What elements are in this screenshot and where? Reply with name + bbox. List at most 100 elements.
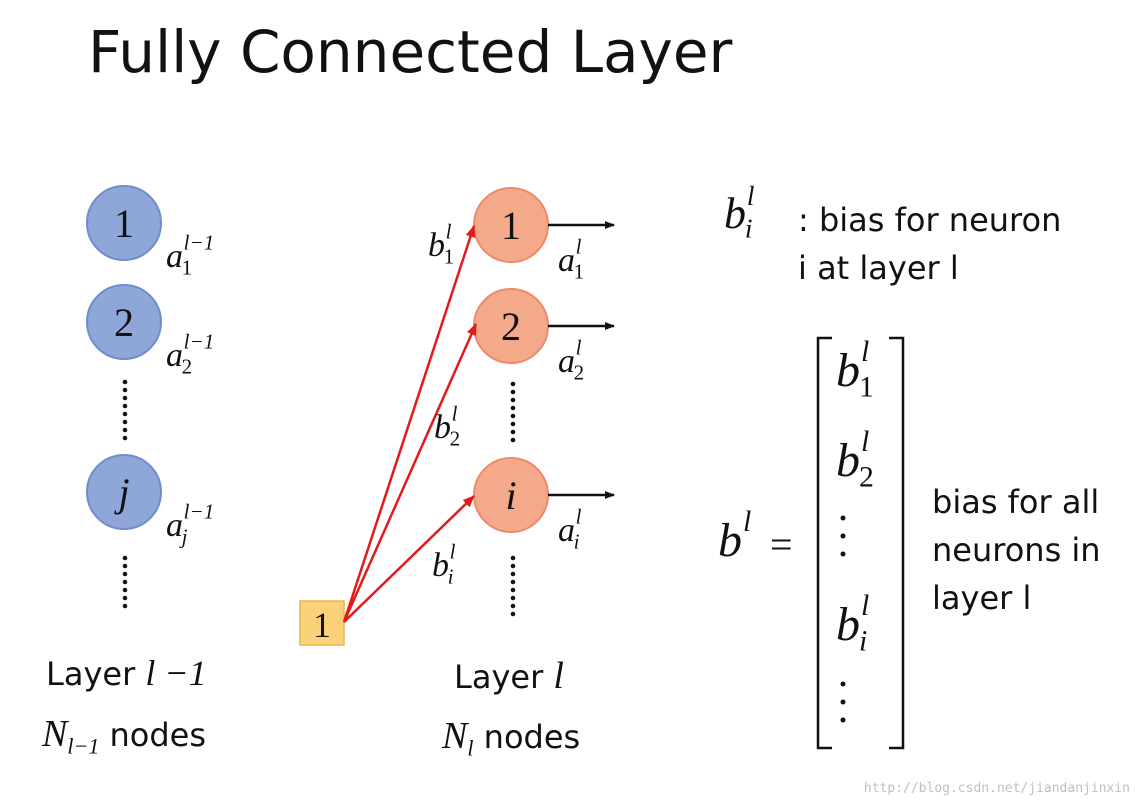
- prev-ellipsis-1-dot: [122, 395, 128, 401]
- curr-count-sub: l: [467, 735, 474, 761]
- prev-activation-1-sub: 1: [182, 255, 193, 279]
- prev-ellipsis-2-dot: [122, 563, 128, 569]
- vector-entry-3-sup: l: [861, 589, 869, 622]
- prev-count-sub: l−1: [67, 733, 100, 759]
- vector-entry-1-base: b: [836, 344, 860, 397]
- curr-activation-2-sup: l: [576, 335, 582, 359]
- curr-node-label: i: [505, 473, 516, 518]
- prev-layer-word: Layer: [46, 655, 136, 693]
- prev-activation-3-sup: l−1: [184, 499, 215, 523]
- prev-count-word: nodes: [109, 716, 207, 754]
- vector-lhs-sup: l: [743, 505, 751, 538]
- watermark: http://blog.csdn.net/jiandanjinxin: [863, 781, 1130, 796]
- prev-ellipsis-1-dot: [122, 379, 128, 385]
- curr-ellipsis-1-dot: [510, 437, 516, 443]
- edge-bias-1-sub: 1: [444, 244, 455, 268]
- bias-definition: : bias for neuron i at layer l: [798, 196, 1061, 292]
- curr-node-label: 1: [501, 203, 521, 248]
- prev-layer-label: Layer l −1: [46, 652, 207, 694]
- curr-activation-2-base: a: [558, 343, 575, 380]
- curr-node-label: 2: [501, 304, 521, 349]
- prev-ellipsis-2-dot: [122, 579, 128, 585]
- slide-title: Fully Connected Layer: [88, 18, 733, 86]
- edge-bias-2-sup: l: [452, 401, 458, 425]
- vector-entry-3-sub: i: [859, 625, 867, 658]
- prev-node-label: 2: [114, 300, 134, 345]
- edge-bias-2-base: b: [434, 409, 451, 446]
- prev-activation-3-sub: j: [179, 524, 188, 548]
- curr-ellipsis-1: [510, 381, 516, 443]
- definition-symbol-base: b: [724, 189, 746, 238]
- prev-activation-3-base: a: [166, 507, 183, 544]
- prev-ellipsis-1-dot: [122, 435, 128, 441]
- curr-activation-3-sup: l: [576, 504, 582, 528]
- curr-ellipsis-1-dot: [510, 381, 516, 387]
- prev-ellipsis-1-dot: [122, 419, 128, 425]
- prev-ellipsis-1-dot: [122, 403, 128, 409]
- curr-ellipsis-1-dot: [510, 389, 516, 395]
- curr-ellipsis-2-dot: [510, 579, 516, 585]
- edge-bias-3-base: b: [432, 547, 449, 584]
- prev-activation-2-sub: 2: [182, 354, 193, 378]
- prev-node-circle: [86, 185, 162, 261]
- vector-ellipsis-dot: [840, 515, 846, 521]
- prev-ellipsis-2: [122, 555, 128, 609]
- definition-line-2: i at layer l: [798, 249, 959, 287]
- curr-ellipsis-1-dot: [510, 397, 516, 403]
- curr-ellipsis-1-dot: [510, 405, 516, 411]
- vector-desc-line-2: neurons in: [932, 531, 1101, 569]
- prev-node-circle: [86, 454, 162, 530]
- prev-layer-var: l −1: [145, 653, 207, 693]
- vector-entry-3-base: b: [836, 598, 860, 651]
- bias-vector-description: bias for all neurons in layer l: [932, 478, 1101, 622]
- vector-desc-line-3: layer l: [932, 579, 1032, 617]
- curr-ellipsis-2-dot: [510, 571, 516, 577]
- prev-ellipsis-2-dot: [122, 595, 128, 601]
- edge-bias-3-sub: i: [448, 564, 454, 588]
- curr-ellipsis-2-dot: [510, 611, 516, 617]
- vector-ellipsis-2: [840, 681, 846, 723]
- prev-node-2: 2: [86, 284, 162, 360]
- curr-layer-label: Layer l: [454, 654, 564, 698]
- curr-ellipsis-2-dot: [510, 555, 516, 561]
- curr-node-3: i: [473, 457, 549, 533]
- definition-symbol-sup: l: [747, 181, 755, 211]
- curr-activation-1-sub: 1: [574, 259, 585, 283]
- curr-layer-count: Nl nodes: [442, 714, 580, 761]
- curr-node-2: 2: [473, 288, 549, 364]
- prev-ellipsis-2-dot: [122, 555, 128, 561]
- vector-ellipsis-dot: [840, 699, 846, 705]
- curr-ellipsis-2-dot: [510, 563, 516, 569]
- curr-ellipsis-2-dot: [510, 603, 516, 609]
- vector-lhs-base: b: [718, 514, 742, 567]
- bias-input-box: [299, 600, 345, 646]
- curr-activation-3-base: a: [558, 512, 575, 549]
- vector-entry-1-sup: l: [861, 335, 869, 368]
- prev-node-circle: [86, 284, 162, 360]
- vector-ellipsis-dot: [840, 533, 846, 539]
- curr-count-var: N: [442, 715, 468, 757]
- prev-ellipsis-1-dot: [122, 411, 128, 417]
- curr-node-1: 1: [473, 187, 549, 263]
- prev-activation-1-sup: l−1: [184, 230, 215, 254]
- prev-node-1: 1: [86, 185, 162, 261]
- prev-count-var: N: [42, 713, 68, 755]
- curr-activation-1-base: a: [558, 242, 575, 279]
- prev-activation-2-base: a: [166, 337, 183, 374]
- bias-edge-3: [343, 495, 475, 623]
- curr-ellipsis-2-dot: [510, 587, 516, 593]
